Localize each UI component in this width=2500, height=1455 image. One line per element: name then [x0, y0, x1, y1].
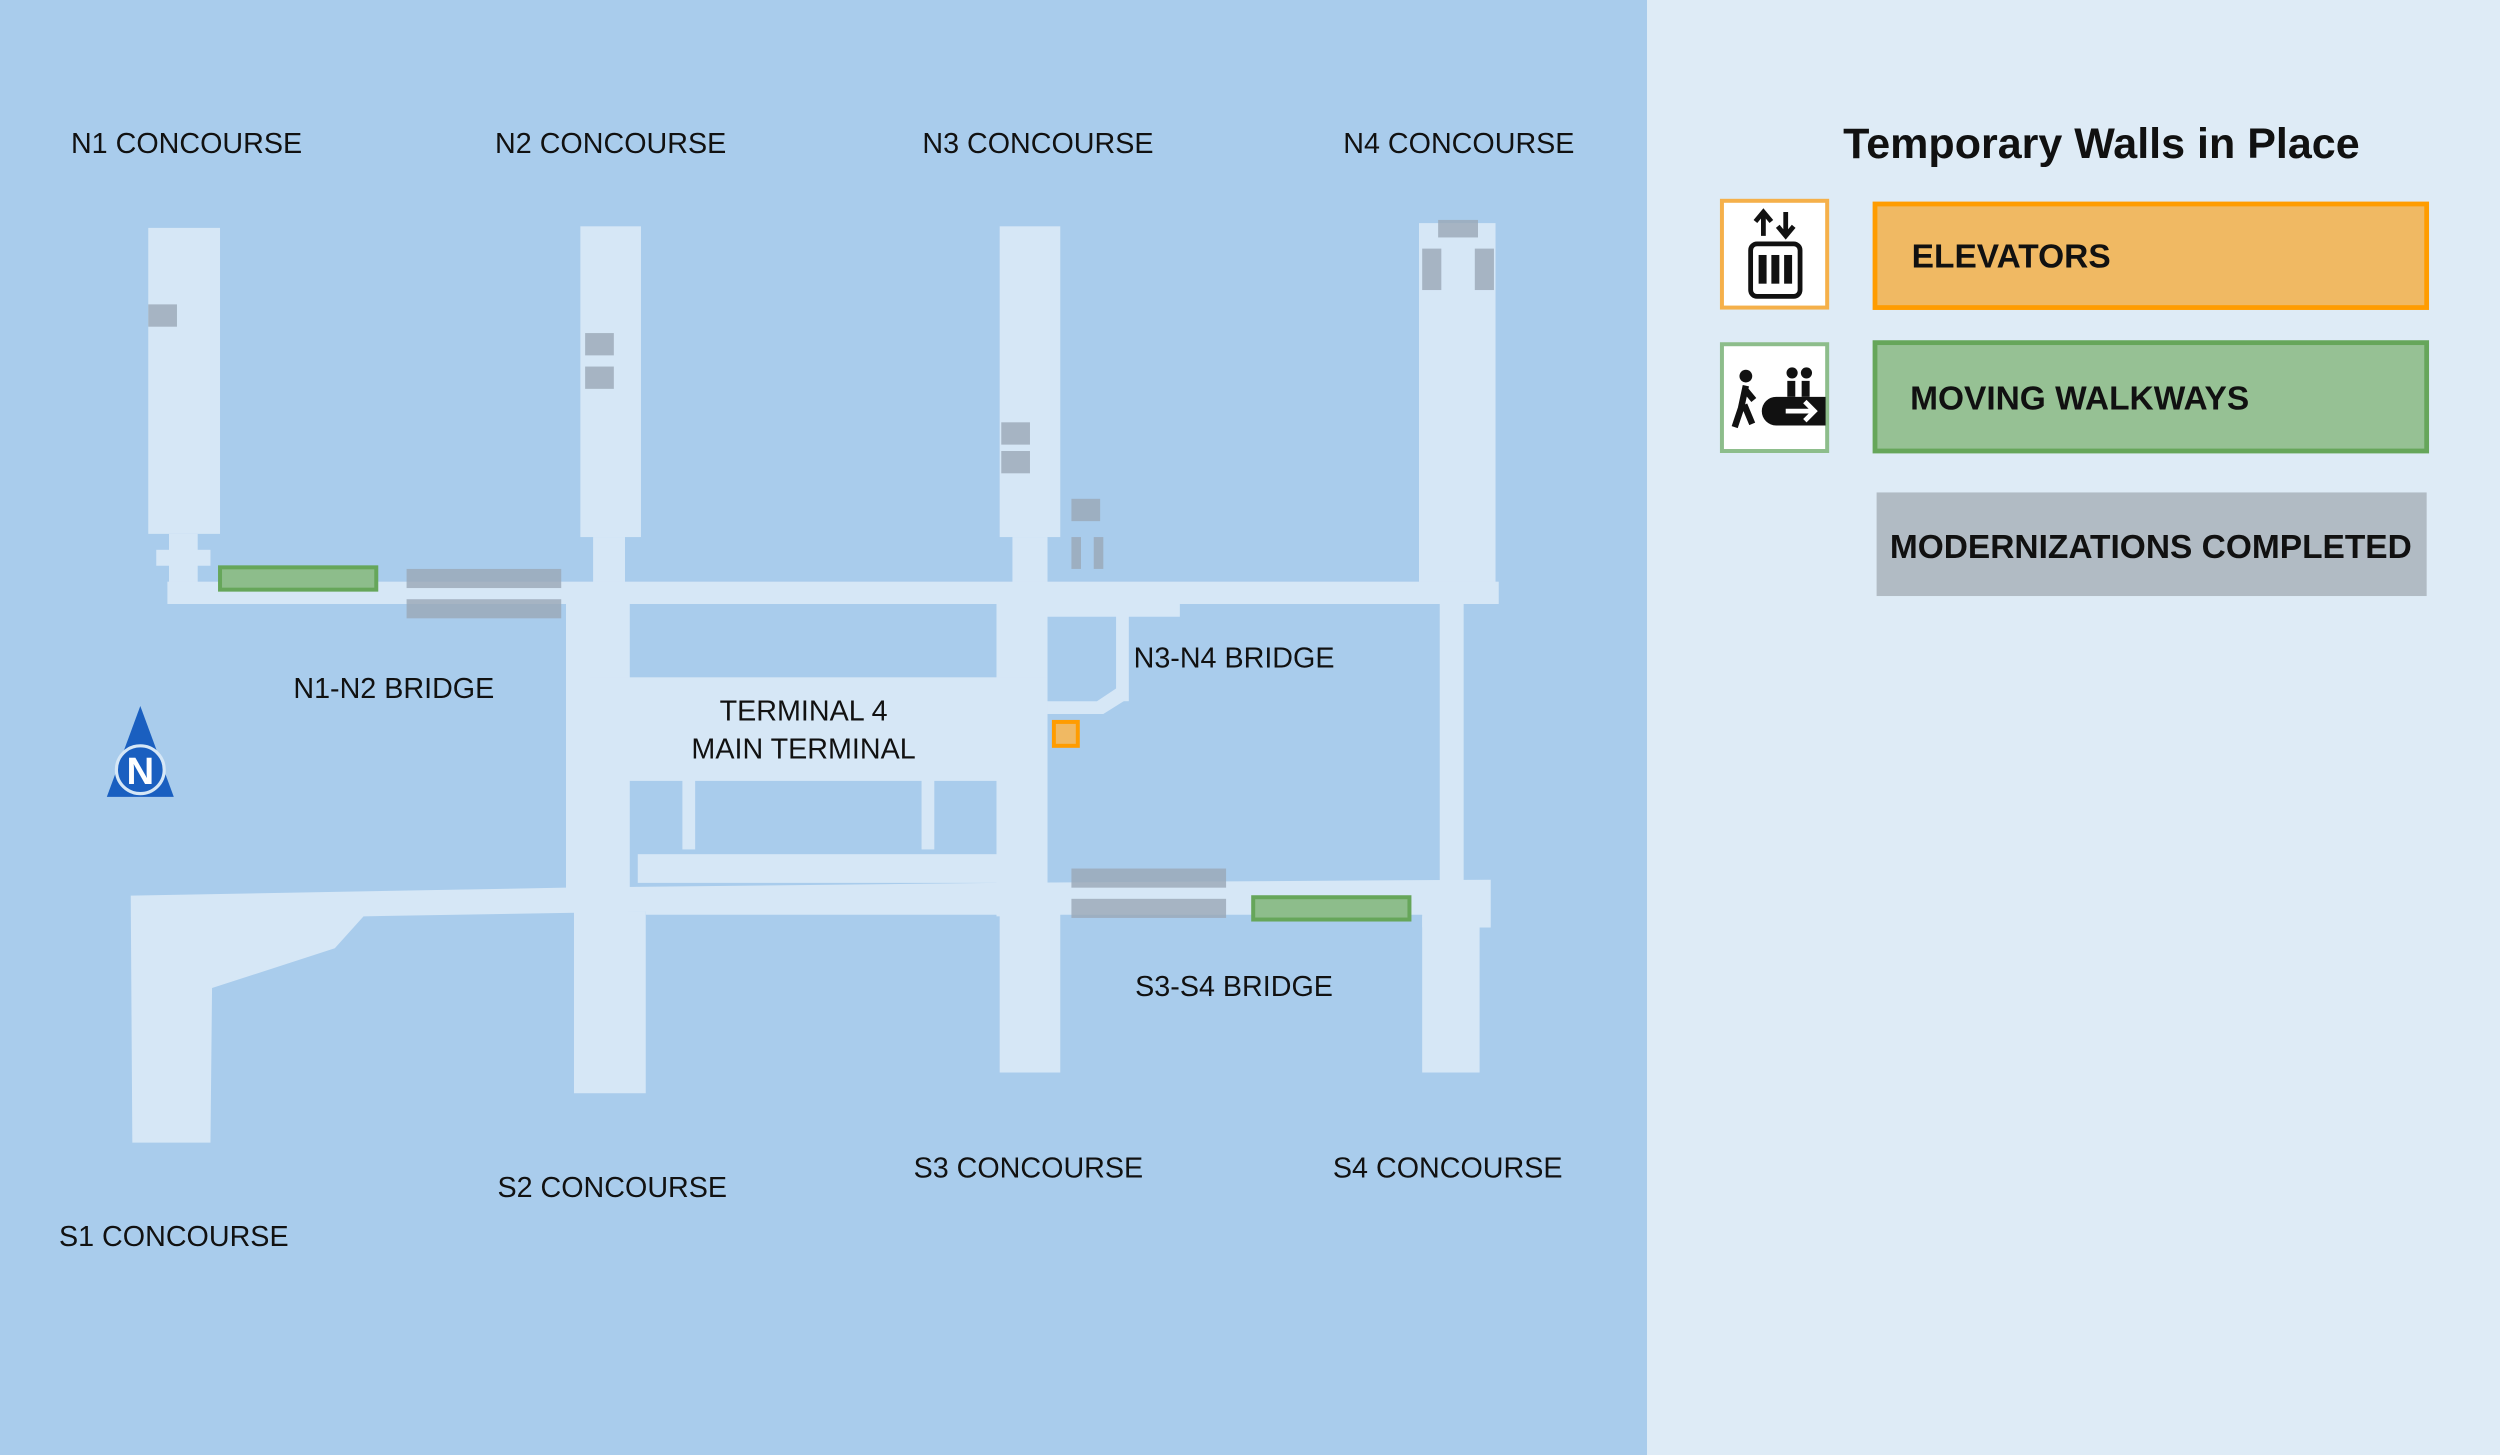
completed-area — [1438, 219, 1478, 238]
completed-area — [1071, 898, 1227, 918]
n3n4-stub — [1044, 602, 1180, 617]
legend-swatch-elevators — [1872, 201, 2430, 310]
elevator-icon — [1748, 208, 1803, 299]
legend-swatch-modernizations — [1876, 492, 2427, 597]
legend-item-elevators: ELEVATORS — [1719, 198, 2430, 310]
legend-swatch-moving-walkways — [1872, 340, 2430, 454]
completed-area — [1001, 451, 1030, 474]
n2-neck — [593, 537, 625, 585]
moving-walkway-s3s4[interactable] — [1251, 895, 1412, 922]
legend-label-moving-walkways: MOVING WALKWAYS — [1910, 381, 2249, 418]
terminal-link — [682, 777, 696, 850]
completed-area — [1071, 537, 1081, 569]
elevator-marker[interactable] — [1051, 719, 1080, 748]
n1-neck-wing — [156, 549, 211, 566]
moving-walkway-icon — [1731, 367, 1826, 429]
moving-walkway-n1n2[interactable] — [218, 565, 379, 592]
label-s1-concourse: S1 CONCOURSE — [59, 1221, 289, 1253]
n1-pier — [148, 227, 221, 534]
completed-area — [148, 304, 177, 327]
label-n3n4-bridge: N3-N4 BRIDGE — [1134, 643, 1335, 675]
label-n4-concourse: N4 CONCOURSE — [1343, 128, 1574, 160]
label-terminal-4: TERMINAL 4 — [720, 695, 888, 727]
label-s3s4-bridge: S3-S4 BRIDGE — [1135, 971, 1333, 1003]
label-s2-concourse: S2 CONCOURSE — [497, 1172, 727, 1204]
main-terminal — [589, 677, 1048, 781]
building-footprint — [130, 223, 1499, 1143]
completed-area — [585, 333, 614, 356]
elevator-icon-frame — [1719, 198, 1830, 310]
completed-area — [406, 568, 562, 589]
terminal-link — [921, 777, 935, 850]
label-s4-concourse: S4 CONCOURSE — [1333, 1153, 1563, 1185]
completed-area — [1422, 248, 1442, 291]
n3-neck — [1012, 537, 1048, 585]
label-s3-concourse: S3 CONCOURSE — [914, 1153, 1144, 1185]
s2-pier — [573, 911, 646, 1094]
completed-area — [1071, 498, 1101, 522]
n3n4-diagonal — [1047, 688, 1129, 714]
modernizations-completed-areas — [148, 219, 1494, 918]
legend-item-modernizations-completed: MODERNIZATIONS COMPLETED — [1876, 492, 2427, 597]
north-arrow-icon: N — [106, 705, 174, 797]
completed-area — [1071, 868, 1227, 888]
completed-area — [1474, 248, 1494, 291]
s4-pier — [1422, 916, 1480, 1073]
completed-area — [406, 599, 562, 619]
completed-area — [1093, 537, 1104, 569]
label-n1n2-bridge: N1-N2 BRIDGE — [293, 673, 494, 705]
legend-title: Temporary Walls in Place — [1843, 120, 2360, 168]
completed-area — [585, 366, 614, 389]
completed-area — [1001, 422, 1030, 445]
legend-label-elevators: ELEVATORS — [1912, 239, 2111, 276]
n3-pier — [999, 226, 1061, 538]
s3-pier — [999, 911, 1061, 1073]
label-main-terminal: MAIN TERMINAL — [691, 734, 915, 766]
legend-label-modernizations: MODERNIZATIONS COMPLETED — [1890, 529, 2412, 566]
legend-item-moving-walkways: MOVING WALKWAYS — [1719, 340, 2430, 454]
lower-connector — [637, 854, 997, 883]
label-n3-concourse: N3 CONCOURSE — [922, 128, 1153, 160]
label-n1-concourse: N1 CONCOURSE — [71, 128, 302, 160]
north-arrow-letter: N — [126, 750, 154, 793]
n3n4-vertical — [1116, 613, 1129, 702]
label-n2-concourse: N2 CONCOURSE — [495, 128, 726, 160]
n4-s4-link — [1439, 602, 1464, 890]
